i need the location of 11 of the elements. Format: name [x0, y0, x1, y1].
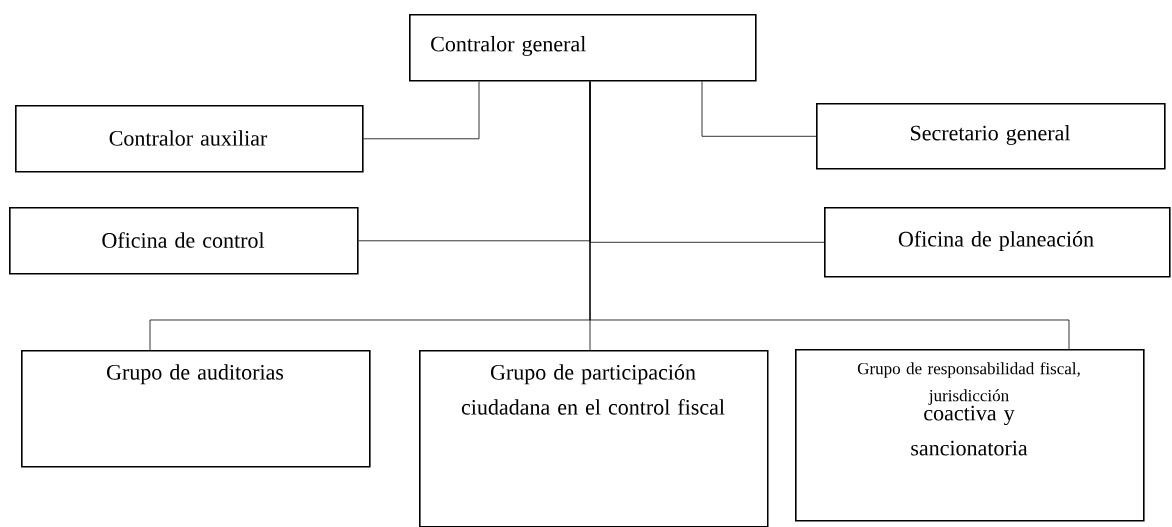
org-box: Contralor general	[409, 14, 757, 82]
org-box: Grupo de participación ciudadana en el control fiscal	[419, 350, 769, 527]
connector-line	[701, 81, 817, 137]
org-box: Oficina de control	[9, 207, 359, 275]
connector-line	[363, 81, 480, 140]
org-box: Oficina de planeación	[824, 207, 1171, 278]
org-box: Secretario general	[816, 103, 1166, 170]
org-box: Grupo de auditorias	[21, 350, 371, 468]
connector-line	[589, 81, 1070, 350]
org-box: Contralor auxiliar	[15, 105, 364, 173]
org-box: Grupo de responsabilidad fiscal, jurisdicción coactiva y sancionatoria	[795, 349, 1145, 522]
